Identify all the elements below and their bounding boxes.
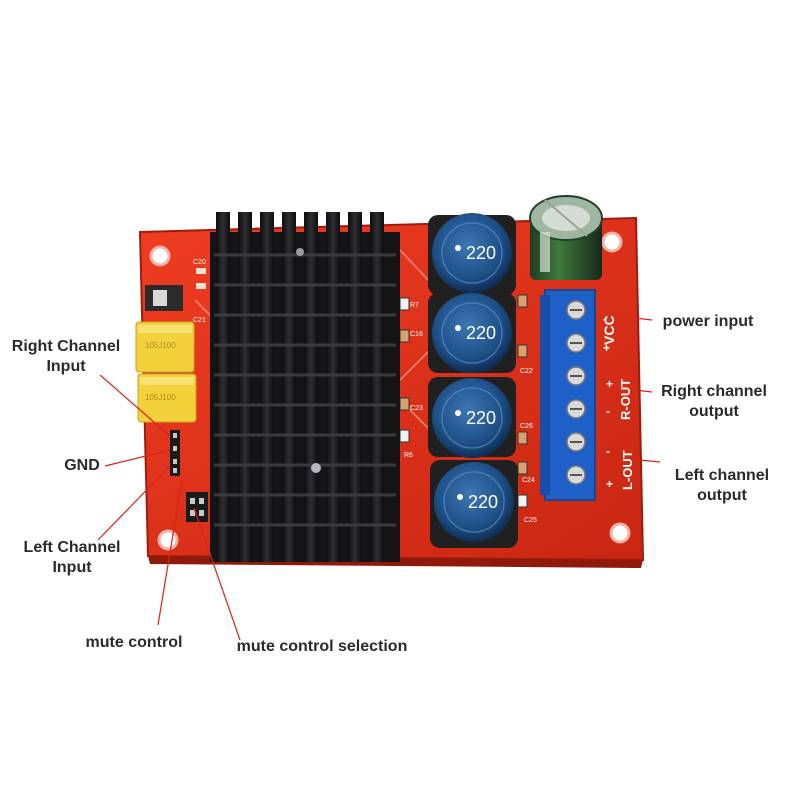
terminal-label-rout: R-OUT bbox=[618, 379, 633, 420]
leader-left-channel-output bbox=[639, 459, 661, 463]
inductor: 220 bbox=[428, 293, 516, 373]
terminal-markings: VCC R-OUT L-OUT - + + - - + bbox=[601, 312, 635, 491]
ref-label: C20 bbox=[193, 259, 206, 266]
svg-text:-: - bbox=[606, 444, 610, 458]
svg-text:-: - bbox=[606, 404, 610, 418]
mounting-hole bbox=[149, 245, 171, 267]
ref-label: C23 bbox=[410, 405, 423, 412]
ref-label: C26 bbox=[520, 423, 533, 430]
label-gnd: GND bbox=[64, 457, 100, 474]
input-pin-header bbox=[170, 430, 180, 476]
svg-text:105J100: 105J100 bbox=[145, 341, 176, 350]
label-left-channel-input: Left Channel Input bbox=[23, 539, 121, 576]
svg-text:220: 220 bbox=[466, 243, 496, 263]
mute-jumper-header bbox=[186, 492, 208, 522]
label-mute-control-selection: mute control selection bbox=[236, 638, 408, 655]
inductor: 220 bbox=[428, 213, 516, 295]
ref-label: C22 bbox=[520, 368, 533, 375]
leader-gnd bbox=[104, 449, 171, 467]
electrolytic-capacitor bbox=[529, 195, 603, 280]
leader-right-channel-input bbox=[99, 374, 171, 437]
label-right-channel-input: Right Channel Input bbox=[11, 338, 121, 375]
film-capacitors: 105J100 105J100 bbox=[135, 321, 197, 423]
label-right-channel-output: Right channel output bbox=[661, 383, 767, 420]
leader-mute-control bbox=[157, 479, 183, 626]
leader-mute-control-selection bbox=[193, 507, 241, 641]
ref-label: C16 bbox=[410, 331, 423, 338]
label-power-input: power input bbox=[662, 313, 754, 330]
leader-lines bbox=[97, 317, 661, 641]
silkscreen-refs: C20 C21 R7 C16 C22 C23 R6 C26 C24 C25 bbox=[193, 259, 537, 524]
terminal-block bbox=[540, 289, 596, 501]
leader-left-channel-input bbox=[97, 465, 171, 541]
ref-label: R6 bbox=[404, 452, 413, 459]
terminal-label-lout: L-OUT bbox=[620, 450, 635, 490]
label-left-channel-output: Left channel output bbox=[674, 467, 770, 504]
label-mute-control: mute control bbox=[85, 634, 183, 651]
mounting-hole bbox=[157, 529, 179, 551]
svg-text:220: 220 bbox=[468, 492, 498, 512]
ref-label: C21 bbox=[193, 317, 206, 324]
ref-label: R7 bbox=[410, 302, 419, 309]
mounting-hole bbox=[609, 522, 631, 544]
inductors: 220 220 220 220 bbox=[428, 213, 518, 548]
terminal-label-vcc: VCC bbox=[601, 315, 617, 345]
mounting-hole bbox=[601, 231, 623, 253]
svg-text:+: + bbox=[606, 377, 613, 391]
leader-power-input bbox=[634, 317, 653, 321]
leader-right-channel-output bbox=[634, 389, 653, 393]
inductor: 220 bbox=[428, 377, 516, 458]
svg-text:105J100: 105J100 bbox=[145, 393, 176, 402]
svg-text:-: - bbox=[603, 312, 607, 326]
smd-components bbox=[145, 268, 528, 508]
svg-text:220: 220 bbox=[466, 323, 496, 343]
ref-label: C25 bbox=[524, 517, 537, 524]
heatsink bbox=[210, 212, 400, 562]
svg-text:+: + bbox=[606, 477, 613, 491]
svg-text:+: + bbox=[603, 341, 610, 355]
inductor: 220 bbox=[430, 460, 518, 548]
svg-text:220: 220 bbox=[466, 408, 496, 428]
ref-label: C24 bbox=[522, 477, 535, 484]
